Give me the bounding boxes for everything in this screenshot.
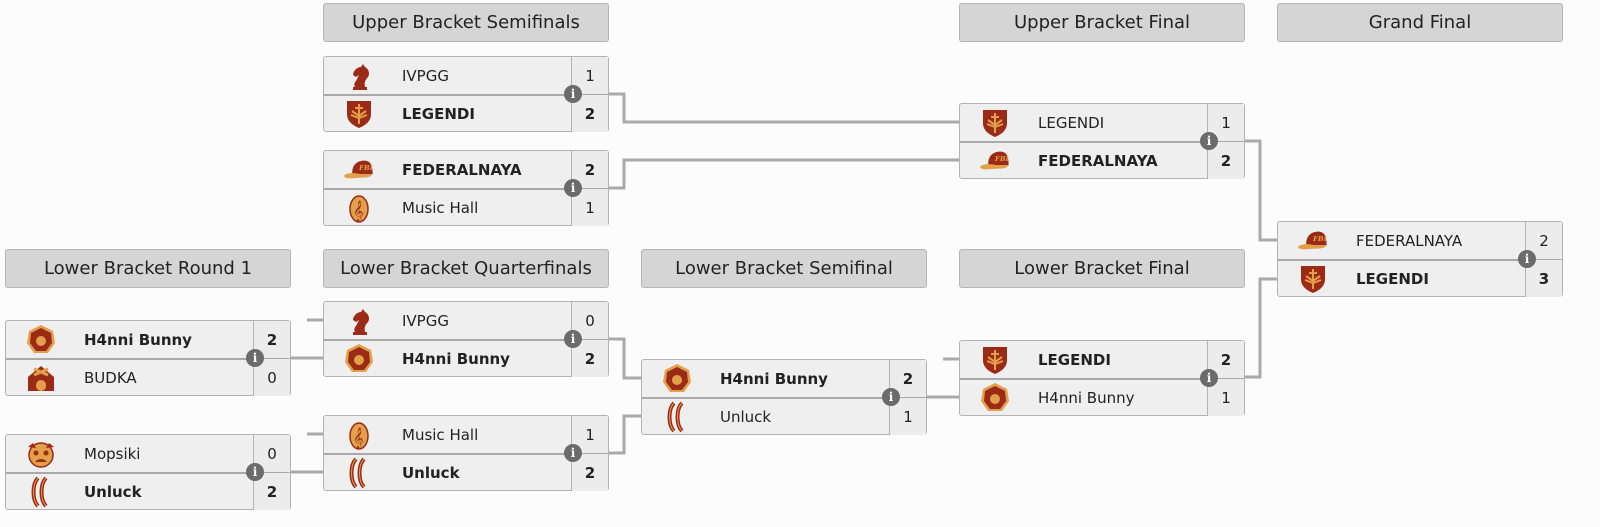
- team-name[interactable]: LEGENDI: [1356, 269, 1429, 288]
- connector-ubsf1-ubf: [600, 92, 959, 124]
- team-score: 1: [571, 189, 608, 226]
- team-row[interactable]: LEGENDI 2: [324, 95, 608, 132]
- team-name[interactable]: FEDERALNAYA: [1356, 231, 1463, 250]
- match-info-icon[interactable]: i: [1200, 369, 1218, 387]
- team-name[interactable]: IVPGG: [402, 311, 449, 330]
- header-lower-bracket-round-1: Lower Bracket Round 1: [5, 249, 291, 288]
- cap-icon: FBI: [1278, 222, 1348, 259]
- brackets-icon: [6, 473, 76, 510]
- bunny-icon: [6, 321, 76, 358]
- svg-text:FBI: FBI: [1312, 235, 1328, 243]
- svg-text:FBI: FBI: [358, 164, 374, 172]
- team-name[interactable]: H4nni Bunny: [1038, 388, 1135, 407]
- connector-lbf-gf: [1236, 277, 1277, 379]
- bunny-icon: [324, 340, 394, 377]
- match-info-icon[interactable]: i: [564, 330, 582, 348]
- knight-icon: [324, 57, 394, 94]
- team-name[interactable]: FEDERALNAYA: [402, 160, 522, 179]
- brackets-icon: [642, 398, 712, 435]
- match-info-icon[interactable]: i: [564, 85, 582, 103]
- match-info-icon[interactable]: i: [1200, 132, 1218, 150]
- team-name[interactable]: LEGENDI: [1038, 350, 1111, 369]
- svg-text:𝄞: 𝄞: [353, 201, 364, 222]
- header-upper-bracket-final: Upper Bracket Final: [959, 3, 1245, 42]
- cap-icon: FBI: [324, 151, 394, 188]
- team-name[interactable]: LEGENDI: [1038, 113, 1105, 132]
- connector-ubsf2-ubf: [600, 158, 959, 190]
- team-name[interactable]: Music Hall: [402, 198, 479, 217]
- team-name[interactable]: Unluck: [402, 463, 460, 482]
- match-info-icon[interactable]: i: [564, 179, 582, 197]
- header-lower-bracket-quarterfinals: Lower Bracket Quarterfinals: [323, 249, 609, 288]
- treble-clef-icon: 𝄞: [324, 189, 394, 226]
- match-info-icon[interactable]: i: [882, 388, 900, 406]
- team-name[interactable]: H4nni Bunny: [720, 369, 828, 388]
- shield-icon: [324, 95, 394, 132]
- cap-icon: FBI: [960, 142, 1030, 179]
- header-lower-bracket-semifinal: Lower Bracket Semifinal: [641, 249, 927, 288]
- svg-text:𝄞: 𝄞: [353, 428, 364, 449]
- team-name[interactable]: Unluck: [720, 407, 772, 426]
- team-name[interactable]: H4nni Bunny: [402, 349, 510, 368]
- brackets-icon: [324, 454, 394, 491]
- team-name[interactable]: Music Hall: [402, 425, 479, 444]
- team-name[interactable]: IVPGG: [402, 66, 449, 85]
- team-score: 2: [571, 95, 608, 132]
- match-info-icon[interactable]: i: [564, 444, 582, 462]
- shield-icon: [960, 104, 1030, 141]
- shield-icon: [1278, 260, 1348, 297]
- match-info-icon[interactable]: i: [246, 349, 264, 367]
- header-lower-bracket-final: Lower Bracket Final: [959, 249, 1245, 288]
- header-upper-bracket-semifinals: Upper Bracket Semifinals: [323, 3, 609, 42]
- header-grand-final: Grand Final: [1277, 3, 1563, 42]
- match-info-icon[interactable]: i: [246, 463, 264, 481]
- team-name[interactable]: LEGENDI: [402, 104, 475, 123]
- match-info-icon[interactable]: i: [1518, 250, 1536, 268]
- svg-text:FBI: FBI: [994, 155, 1010, 163]
- treble-clef-icon: 𝄞: [324, 416, 394, 453]
- team-name[interactable]: H4nni Bunny: [84, 330, 192, 349]
- connector-ubf-gf: [1236, 139, 1277, 242]
- bunny-icon: [642, 360, 712, 397]
- team-name[interactable]: Unluck: [84, 482, 142, 501]
- team-name[interactable]: BUDKA: [84, 368, 137, 387]
- shield-icon: [960, 341, 1030, 378]
- pug-icon: [6, 435, 76, 472]
- connector-lbqf2-lbsf: [600, 414, 641, 455]
- team-name[interactable]: Mopsiki: [84, 444, 141, 463]
- team-row[interactable]: 𝄞 Music Hall 1: [324, 189, 608, 226]
- bunny-icon: [960, 379, 1030, 416]
- connector-lbqf1-lbsf: [600, 337, 641, 380]
- knight-icon: [324, 302, 394, 339]
- team-name[interactable]: FEDERALNAYA: [1038, 151, 1158, 170]
- doghouse-icon: [6, 359, 76, 396]
